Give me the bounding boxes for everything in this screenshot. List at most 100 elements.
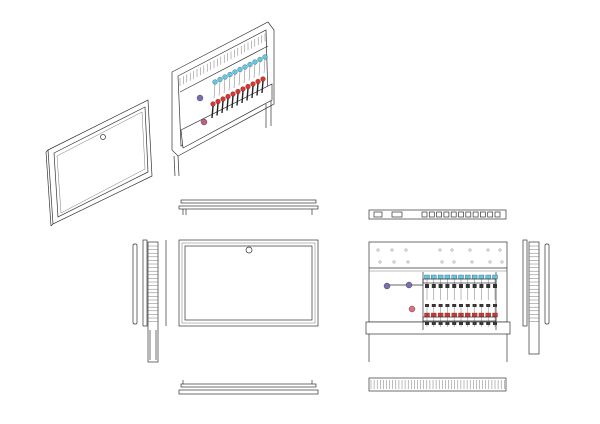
iso-cover-panel <box>45 99 153 227</box>
valve-top-icon <box>494 211 501 218</box>
valve-top-icon <box>450 211 457 218</box>
mounting-hole-icon <box>404 248 408 252</box>
fitting-icon <box>236 93 239 106</box>
supply-valve-icon <box>431 274 437 280</box>
supply-manifold-bar <box>422 278 497 284</box>
bottom-view <box>178 380 319 395</box>
mounting-hole-icon <box>452 260 456 264</box>
flow-meter-icon <box>479 284 484 288</box>
supply-valve-icon <box>262 54 268 60</box>
supply-valve-icon <box>424 274 430 280</box>
valve-top-icon <box>465 211 472 218</box>
mounting-hole-icon <box>390 248 394 252</box>
supply-valve-icon <box>471 274 478 280</box>
mounting-hole-icon <box>450 248 454 252</box>
fitting-icon <box>246 88 249 101</box>
outlet-pipe <box>223 78 226 94</box>
flow-meter-icon <box>493 284 497 288</box>
cover-lock-icon <box>100 134 106 140</box>
valve-top-icon <box>421 211 428 218</box>
outlet-pipe <box>258 61 261 76</box>
outlet-pipe <box>213 83 216 99</box>
mounting-hole-icon <box>486 248 490 252</box>
supply-valve-icon <box>492 274 498 280</box>
return-valve-icon <box>245 83 251 90</box>
mounting-hole-icon <box>392 260 396 264</box>
flow-meter-icon <box>438 284 443 288</box>
valve-top-icon <box>487 211 494 218</box>
supply-valve-icon <box>252 59 258 65</box>
cabinet-front-view <box>365 241 511 362</box>
fitting-icon <box>211 105 214 119</box>
return-valve-icon <box>250 81 256 87</box>
return-valve-icon <box>210 101 216 107</box>
supply-valve-icon <box>465 274 471 280</box>
iso-cabinet <box>171 21 275 177</box>
return-valve-icon <box>215 98 221 105</box>
flow-meter-icon <box>445 284 450 288</box>
return-valve-icon <box>240 86 246 92</box>
mounting-hole-icon <box>498 248 502 252</box>
supply-valve-icon <box>247 61 253 68</box>
outlet-pipe <box>243 68 246 84</box>
return-manifold-bar <box>422 316 497 322</box>
right-side-view <box>522 239 550 355</box>
flow-meter-icon <box>425 284 429 288</box>
supply-valve-icon <box>257 56 263 63</box>
cabinet-bottom-view <box>368 377 507 392</box>
supply-valve-icon <box>242 64 248 70</box>
supply-valve-icon <box>485 274 491 280</box>
supply-valve-icon <box>458 274 464 280</box>
fitting-icon <box>241 90 244 104</box>
supply-valve-icon <box>478 274 485 280</box>
valve-top-icon <box>436 211 442 218</box>
fitting-icon <box>261 80 264 94</box>
fitting-icon <box>231 95 234 109</box>
mounting-hole-icon <box>470 260 474 264</box>
valve-top-icon <box>458 211 464 218</box>
supply-valve-icon <box>212 79 218 85</box>
supply-valve-icon <box>451 274 457 280</box>
supply-valve-icon <box>444 274 451 280</box>
mounting-hole-icon <box>440 260 444 264</box>
mounting-hole-icon <box>488 260 492 264</box>
valve-top-icon <box>373 211 383 218</box>
supply-valve-icon <box>217 76 223 83</box>
return-valve-icon <box>255 78 261 85</box>
flow-meter-icon <box>459 284 463 288</box>
cover-lock-icon <box>245 246 253 254</box>
supply-valve-icon <box>237 66 243 73</box>
return-valve-icon <box>235 88 241 95</box>
supply-valve-icon <box>222 74 228 80</box>
outlet-pipe <box>263 58 266 74</box>
valve-top-icon <box>443 211 450 218</box>
mounting-hole-icon <box>500 260 504 264</box>
fitting-icon <box>221 100 224 114</box>
valve-top-icon <box>428 211 435 218</box>
outlet-pipe <box>238 71 241 86</box>
valve-top-icon <box>480 211 486 218</box>
return-valve-icon <box>230 91 236 97</box>
supply-valve-icon <box>227 71 233 78</box>
return-valve-icon <box>260 76 266 82</box>
supply-valve-icon <box>437 274 444 280</box>
outlet-pipe <box>218 81 221 96</box>
front-cover-view <box>178 239 319 327</box>
flow-meter-icon <box>472 284 477 288</box>
flow-meter-icon <box>431 284 436 288</box>
flow-meter-icon <box>452 284 457 288</box>
return-valve-icon <box>225 93 231 100</box>
top-view <box>178 199 319 215</box>
outlet-pipe <box>253 63 256 79</box>
outlet-pipe <box>248 66 251 81</box>
left-side-view <box>132 239 167 363</box>
valve-top-icon <box>472 211 479 218</box>
cabinet-top-view <box>368 209 507 220</box>
flow-meter-icon <box>465 284 470 288</box>
return-valve-icon <box>220 96 226 102</box>
mounting-hole-icon <box>378 260 382 264</box>
outlet-pipe <box>228 76 231 91</box>
mounting-hole-icon <box>468 248 472 252</box>
fitting-icon <box>226 98 229 111</box>
